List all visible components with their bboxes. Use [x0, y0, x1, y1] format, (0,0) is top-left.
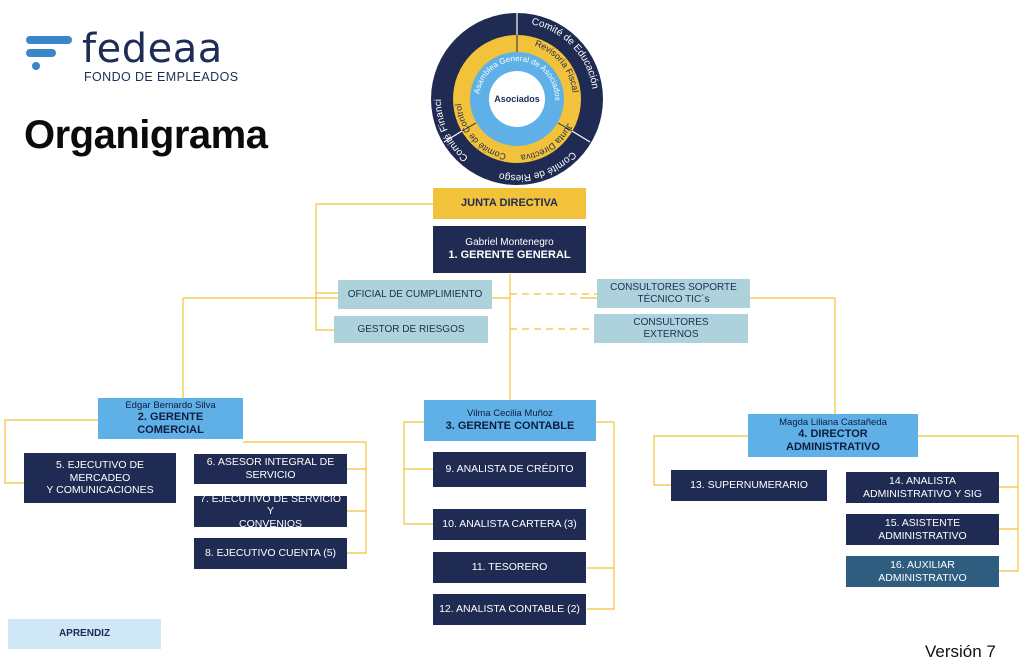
wheel-center-label: Asociados: [494, 94, 540, 104]
consultores-tic-line-2: TÉCNICO TIC´s: [637, 293, 710, 305]
wheel-center: [489, 71, 545, 127]
gerente-comercial-role: 2. GERENTE COMERCIAL: [137, 411, 204, 437]
consultores-tic-box: CONSULTORES SOPORTE TÉCNICO TIC´s: [597, 279, 750, 308]
junta-directiva-box: JUNTA DIRECTIVA: [433, 188, 586, 219]
gestor-riesgos-box: GESTOR DE RIESGOS: [334, 316, 488, 343]
gerente-general-box: Gabriel Montenegro 1. GERENTE GENERAL: [433, 226, 586, 273]
org-unit-7-line-1: 7. EJECUTIVO DE SERVICIO Y: [200, 492, 342, 518]
gerente-general-name: Gabriel Montenegro: [465, 236, 554, 248]
org-unit-11-label: 11. TESORERO: [471, 561, 548, 574]
org-unit-15-line-2: ADMINISTRATIVO: [878, 529, 967, 542]
org-unit-12-label: 12. ANALISTA CONTABLE (2): [439, 603, 580, 616]
aprendiz-label: APRENDIZ: [58, 628, 111, 639]
org-unit-14: 14. ANALISTA ADMINISTRATIVO Y SIG: [846, 472, 999, 503]
org-unit-14-line-1: 14. ANALISTA: [889, 474, 956, 487]
org-unit-6-line-1: 6. ASESOR INTEGRAL DE: [206, 456, 335, 469]
oficial-cumplimiento-label: OFICIAL DE CUMPLIMIENTO: [347, 288, 483, 300]
version-label: Versión 7: [925, 642, 996, 661]
org-unit-10-label: 10. ANALISTA CARTERA (3): [442, 518, 577, 531]
director-administrativo-box: Magda Liliana Castañeda 4. DIRECTOR ADMI…: [748, 414, 918, 457]
org-unit-13: 13. SUPERNUMERARIO: [671, 470, 827, 501]
director-administrativo-role: 4. DIRECTOR ADMINISTRATIVO: [786, 428, 880, 454]
gerente-contable-name: Vilma Cecilia Muñoz: [467, 408, 553, 420]
consultores-tic-line-1: CONSULTORES SOPORTE: [610, 281, 737, 293]
org-unit-15: 15. ASISTENTE ADMINISTRATIVO: [846, 514, 999, 545]
org-unit-6: 6. ASESOR INTEGRAL DE SERVICIO: [194, 454, 347, 484]
org-unit-13-label: 13. SUPERNUMERARIO: [690, 479, 808, 492]
consultores-externos-line-1: CONSULTORES: [633, 316, 709, 328]
logo-subtitle: FONDO DE EMPLEADOS: [84, 70, 239, 84]
org-unit-7: 7. EJECUTIVO DE SERVICIO Y CONVENIOS: [194, 492, 347, 530]
page-title: Organigrama: [24, 113, 268, 157]
org-unit-5: 5. EJECUTIVO DE MERCADEO Y COMUNICACIONE…: [24, 453, 176, 503]
org-unit-10: 10. ANALISTA CARTERA (3): [433, 509, 586, 540]
fedeaa-logo: fedeaa FONDO DE EMPLEADOS: [22, 26, 242, 88]
org-unit-16-line-1: 16. AUXILIAR: [890, 558, 955, 571]
gerente-comercial-name: Edgar Bernardo Silva: [125, 399, 216, 411]
gerente-contable-box: Vilma Cecilia Muñoz 3. GERENTE CONTABLE: [424, 400, 596, 441]
org-unit-16-line-2: ADMINISTRATIVO: [878, 571, 967, 584]
org-unit-15-line-1: 15. ASISTENTE: [884, 516, 961, 529]
director-administrativo-name: Magda Liliana Castañeda: [779, 416, 887, 428]
oficial-cumplimiento-box: OFICIAL DE CUMPLIMIENTO: [338, 280, 492, 309]
junta-directiva-label: JUNTA DIRECTIVA: [461, 196, 558, 209]
org-unit-16: 16. AUXILIAR ADMINISTRATIVO: [846, 556, 999, 587]
gerente-general-role: 1. GERENTE GENERAL: [448, 248, 571, 261]
org-unit-11: 11. TESORERO: [433, 552, 586, 583]
gestor-riesgos-label: GESTOR DE RIESGOS: [357, 323, 465, 335]
governance-wheel: Comité de Educación Comité de Riesgo Com…: [430, 12, 603, 185]
org-unit-5-line-1: 5. EJECUTIVO DE MERCADEO: [55, 459, 145, 484]
org-unit-8-line-1: 8. EJECUTIVO CUENTA (5): [204, 547, 337, 560]
gerente-contable-role: 3. GERENTE CONTABLE: [445, 419, 575, 432]
gerente-comercial-box: Edgar Bernardo Silva 2. GERENTE COMERCIA…: [98, 398, 243, 439]
org-unit-14-line-2: ADMINISTRATIVO Y SIG: [862, 487, 983, 500]
org-unit-8: 8. EJECUTIVO CUENTA (5): [194, 538, 347, 569]
fedeaa-logo-icon: [26, 36, 72, 70]
aprendiz-box: APRENDIZ: [8, 619, 161, 649]
consultores-externos-box: CONSULTORES EXTERNOS: [594, 314, 748, 343]
org-unit-12: 12. ANALISTA CONTABLE (2): [433, 594, 586, 625]
org-unit-5-line-2: Y COMUNICACIONES: [46, 484, 154, 497]
consultores-externos-line-2: EXTERNOS: [643, 328, 699, 340]
org-unit-9: 9. ANALISTA DE CRÉDITO: [433, 452, 586, 487]
org-unit-7-line-2: CONVENIOS: [238, 517, 302, 530]
org-unit-6-line-2: SERVICIO: [245, 469, 296, 481]
logo-wordmark: fedeaa: [82, 26, 223, 72]
org-unit-9-label: 9. ANALISTA DE CRÉDITO: [445, 463, 574, 476]
